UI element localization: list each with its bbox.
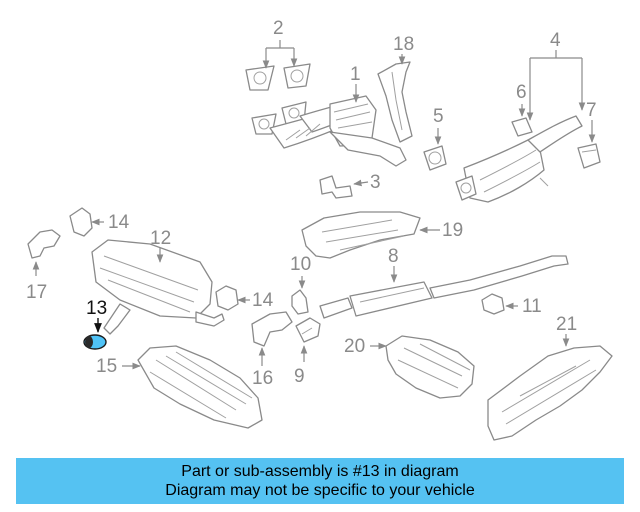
callout-2: 2 bbox=[273, 18, 284, 39]
part-12-rear-muffler bbox=[91, 239, 225, 335]
part-14-hanger-upper bbox=[69, 207, 104, 237]
callout-4: 4 bbox=[550, 30, 561, 51]
part-10-hanger bbox=[291, 276, 309, 315]
callout-9: 9 bbox=[294, 366, 305, 387]
callout-16: 16 bbox=[252, 368, 273, 389]
callout-21: 21 bbox=[556, 314, 577, 335]
part-18-heat-shield bbox=[377, 54, 413, 143]
callout-20: 20 bbox=[344, 336, 365, 357]
callout-10: 10 bbox=[290, 254, 311, 275]
callout-18: 18 bbox=[393, 34, 414, 55]
part-6-bracket bbox=[511, 104, 533, 137]
callout-1: 1 bbox=[350, 64, 361, 85]
callout-13: 13 bbox=[86, 298, 107, 319]
part-16-pipe bbox=[251, 311, 293, 366]
part-14-hanger-lower bbox=[215, 285, 250, 311]
callout-12: 12 bbox=[150, 228, 171, 249]
callout-14-upper: 14 bbox=[108, 212, 130, 233]
callout-17: 17 bbox=[26, 282, 47, 303]
callout-14-lower: 14 bbox=[252, 290, 274, 311]
callout-3: 3 bbox=[370, 172, 381, 193]
callout-11: 11 bbox=[522, 296, 542, 317]
banner-line-disclaimer: Diagram may not be specific to your vehi… bbox=[165, 482, 475, 499]
part-3-bracket bbox=[319, 175, 369, 199]
part-17-pipe bbox=[27, 229, 61, 276]
callout-6: 6 bbox=[516, 82, 527, 103]
part-9-connector bbox=[295, 317, 321, 362]
callout-7: 7 bbox=[586, 100, 597, 121]
part-4-front-pipe-converter bbox=[455, 50, 586, 203]
part-13-clamp bbox=[83, 318, 107, 350]
part-19-heat-shield bbox=[301, 211, 440, 259]
part-info-banner: Part or sub-assembly is #13 in diagram D… bbox=[16, 458, 624, 504]
part-5-gasket bbox=[423, 128, 447, 171]
banner-line-part: Part or sub-assembly is #13 in diagram bbox=[181, 463, 459, 480]
callout-19: 19 bbox=[442, 220, 463, 241]
part-7-mount bbox=[577, 120, 601, 169]
callout-8: 8 bbox=[388, 246, 399, 267]
part-21-heat-shield bbox=[487, 334, 613, 441]
part-20-heat-shield bbox=[370, 335, 475, 399]
part-11-hanger bbox=[481, 293, 518, 315]
part-15-heat-shield bbox=[122, 345, 263, 429]
callout-5: 5 bbox=[433, 106, 444, 127]
exhaust-parts-diagram: 2 1 18 5 3 bbox=[26, 18, 613, 441]
part-2-gaskets bbox=[245, 40, 311, 91]
callout-15: 15 bbox=[96, 356, 117, 377]
part-8-center-pipe bbox=[319, 255, 569, 319]
part-1-exhaust-manifold bbox=[251, 84, 407, 167]
